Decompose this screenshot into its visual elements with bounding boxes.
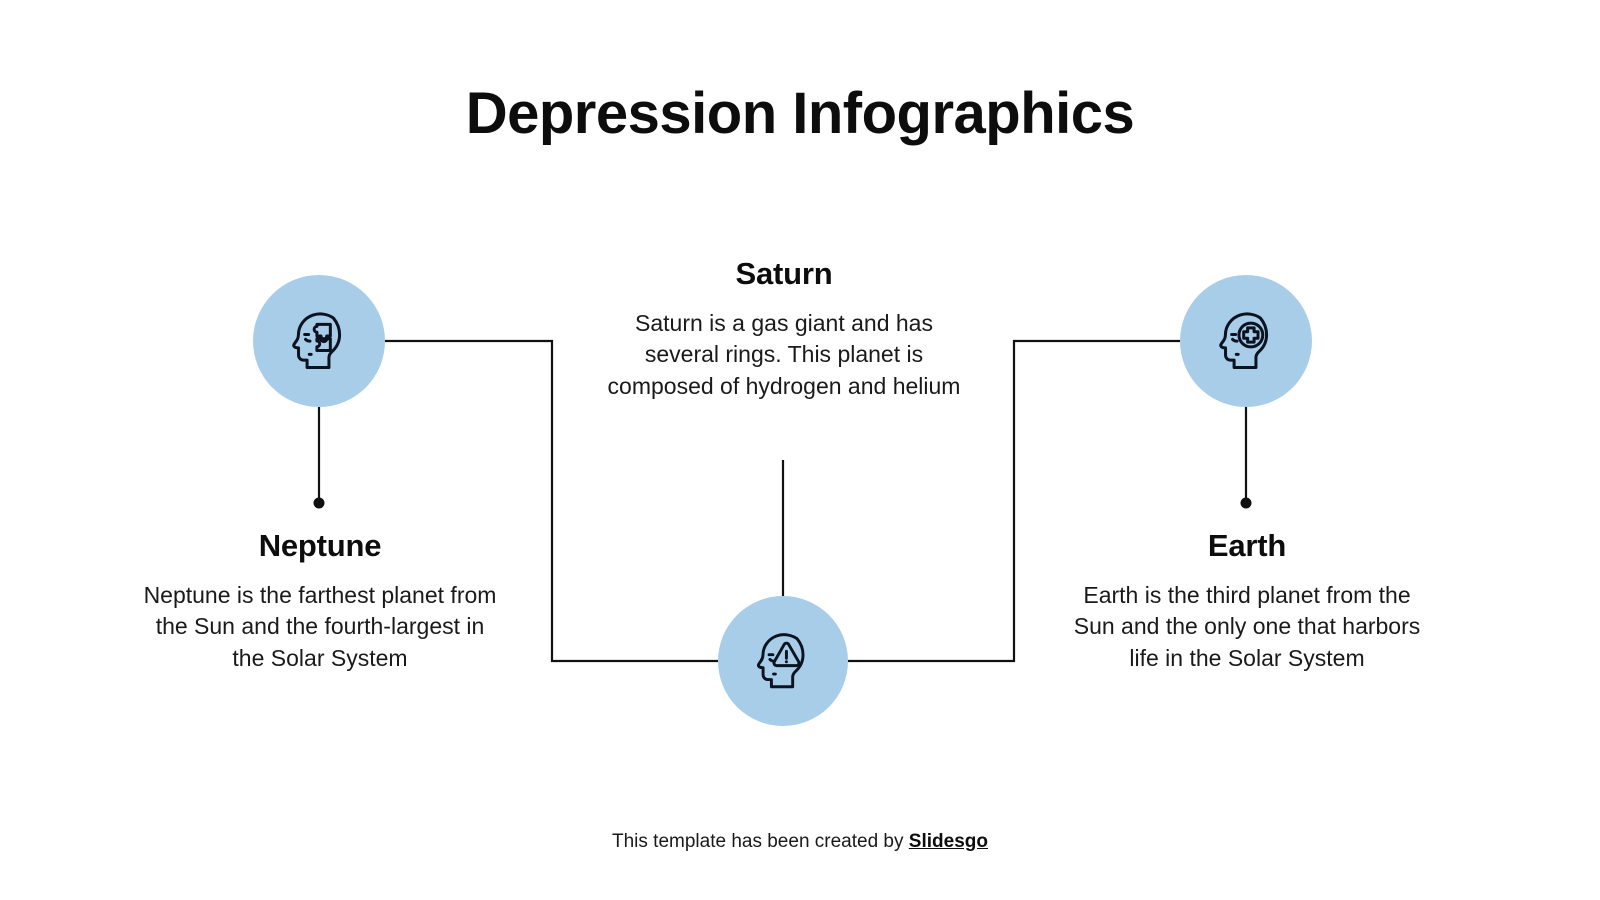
heading-neptune: Neptune	[258, 528, 382, 563]
footer-credit: This template has been created by Slides…	[0, 830, 1600, 855]
text-block-neptune: Neptune Neptune is the farthest planet f…	[140, 528, 500, 675]
text-block-earth: Earth Earth is the third planet from the…	[1066, 528, 1428, 675]
text-block-saturn: Saturn Saturn is a gas giant and has sev…	[603, 256, 965, 403]
page-title: Depression Infographics	[465, 81, 1135, 146]
body-earth: Earth is the third planet from the Sun a…	[1073, 581, 1421, 672]
node-circle-neptune[interactable]	[253, 275, 385, 407]
footer-prefix: This template has been created by	[612, 831, 909, 852]
connector-earth-dot	[1240, 497, 1252, 509]
slidesgo-link[interactable]: Slidesgo	[908, 831, 988, 852]
head-warning-icon	[756, 633, 805, 689]
head-puzzle-icon	[292, 312, 342, 369]
node-circle-saturn[interactable]	[718, 596, 848, 726]
body-neptune: Neptune is the farthest planet from the …	[143, 581, 497, 672]
heading-saturn: Saturn	[735, 256, 833, 291]
heading-earth: Earth	[1207, 528, 1287, 563]
connector-neptune-dot	[313, 497, 325, 509]
body-saturn: Saturn is a gas giant and has several ri…	[607, 309, 961, 400]
node-circle-earth[interactable]	[1180, 275, 1312, 407]
head-medical-cross-icon	[1219, 312, 1269, 369]
